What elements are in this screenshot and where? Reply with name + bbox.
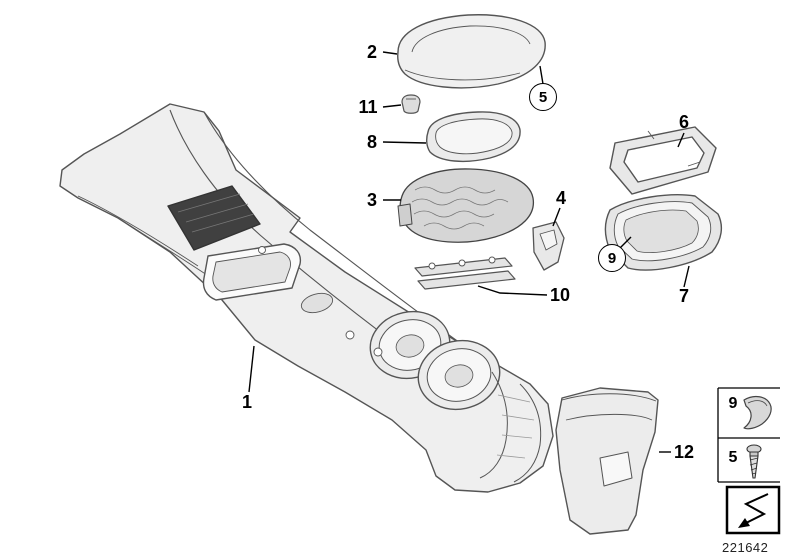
clip-drawing xyxy=(401,94,421,114)
callout-2[interactable]: 2 xyxy=(366,42,378,62)
legend-table xyxy=(717,387,780,483)
mounting-rails-drawing xyxy=(414,256,516,290)
callout-1[interactable]: 1 xyxy=(241,392,253,412)
callout-6[interactable]: 6 xyxy=(678,112,690,132)
bracket-drawing xyxy=(532,221,565,271)
frame-drawing xyxy=(609,126,717,195)
callout-5[interactable]: 5 xyxy=(529,83,557,111)
legend-label-9[interactable]: 9 xyxy=(728,395,738,412)
console-insert-drawing xyxy=(397,168,535,243)
armrest-base-drawing xyxy=(425,111,521,163)
callout-10[interactable]: 10 xyxy=(549,285,571,305)
armrest-lid-drawing xyxy=(397,14,546,89)
callout-3[interactable]: 3 xyxy=(366,190,378,210)
storage-tray-drawing xyxy=(604,194,723,271)
callout-4[interactable]: 4 xyxy=(555,188,567,208)
legend-label-5[interactable]: 5 xyxy=(728,449,738,466)
callout-9[interactable]: 9 xyxy=(598,244,626,272)
callout-8[interactable]: 8 xyxy=(366,132,378,152)
leader-lines xyxy=(248,51,690,453)
callout-7[interactable]: 7 xyxy=(678,286,690,306)
callout-11[interactable]: 11 xyxy=(358,97,378,117)
zigzag-arrow-icon xyxy=(725,485,781,535)
trim-piece-icon xyxy=(743,395,772,430)
rear-trim-drawing xyxy=(555,387,659,535)
callout-12[interactable]: 12 xyxy=(673,442,695,462)
console-body-drawing xyxy=(59,103,554,493)
screw-icon xyxy=(746,444,762,479)
doc-number: 221642 xyxy=(722,540,769,555)
